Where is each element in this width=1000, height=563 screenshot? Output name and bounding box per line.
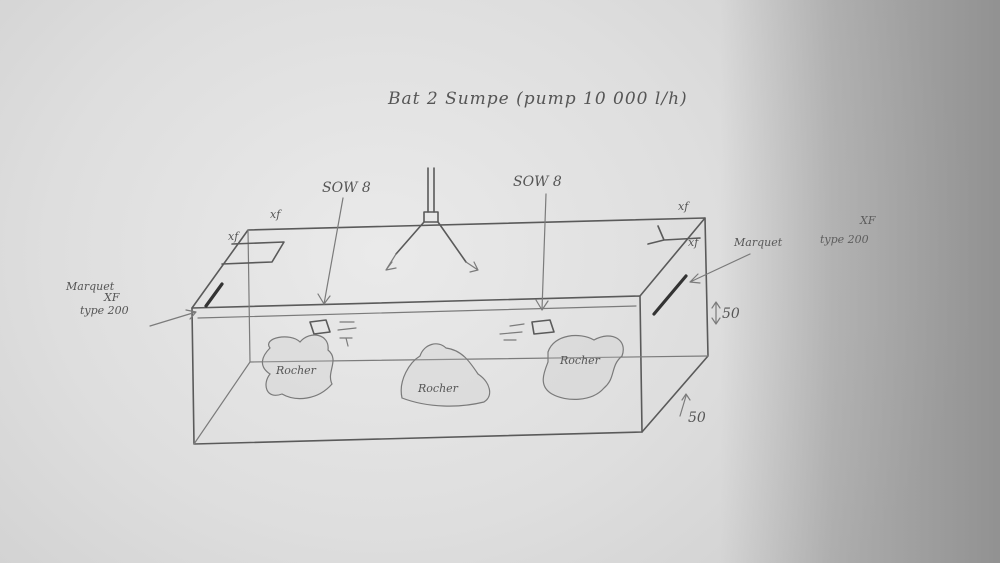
right-heater-arrow: [689, 253, 751, 284]
depth-dimension: 50: [688, 410, 706, 426]
left-heater-label-line2: XF: [103, 291, 120, 304]
left-rock: [261, 334, 334, 400]
water-line: [197, 305, 637, 319]
left-pump-flow-lines: [337, 321, 357, 347]
left-heater-label-line1: Marquet: [65, 280, 115, 293]
tank-top-face: [191, 217, 706, 309]
return-pipe-tee: [423, 211, 439, 223]
right-rock: [542, 334, 624, 400]
left-corner-mark-2: xf: [228, 230, 240, 243]
left-heater-arrow: [149, 309, 197, 327]
left-pump-arrow: [317, 197, 344, 305]
return-left-outlet-arrow: [385, 253, 397, 271]
left-pump-body: [309, 319, 331, 335]
left-rock-label: Rocher: [275, 364, 317, 377]
right-overflow-box: [647, 225, 701, 245]
right-heater: [652, 274, 688, 316]
tank-back-edges: [193, 229, 709, 445]
right-rock-label: Rocher: [559, 354, 601, 367]
return-pipe-stem: [427, 167, 435, 213]
right-heater-label-line3: XF: [859, 214, 876, 227]
diagram-title: Bat 2 Sumpe (pump 10 000 l/h): [387, 89, 688, 109]
depth-dimension-arrow: [679, 393, 691, 417]
tank-right-face: [641, 217, 709, 433]
center-rock: [400, 343, 491, 407]
right-pump-flow-lines: [499, 323, 525, 341]
right-heater-label-line1: Marquet: [733, 236, 783, 249]
left-overflow-box: [221, 241, 285, 265]
height-dimension-arrow: [711, 301, 721, 325]
return-pipe: [385, 167, 479, 273]
right-pump-label: SOW 8: [513, 174, 562, 190]
tank-outline: [191, 217, 709, 445]
center-rock-label: Rocher: [417, 382, 459, 395]
return-pipe-branches: [395, 221, 467, 263]
left-heater-label-line3: type 200: [80, 304, 129, 317]
left-heater: [204, 282, 224, 308]
height-dimension: 50: [722, 306, 740, 322]
right-pump-body: [531, 319, 555, 335]
return-right-outlet-arrow: [465, 261, 479, 273]
right-heater-label-line2: type 200: [820, 233, 869, 246]
right-corner-mark-2: xf: [688, 236, 700, 249]
right-corner-mark: xf: [678, 200, 690, 213]
right-pump-arrow: [535, 193, 549, 311]
left-pump-label: SOW 8: [322, 180, 371, 196]
left-corner-mark: xf: [270, 208, 282, 221]
